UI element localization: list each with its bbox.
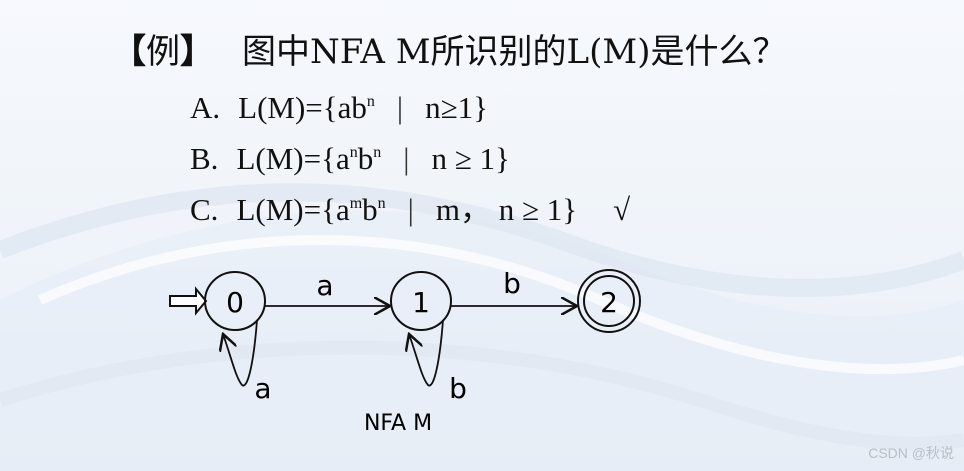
start-arrow-icon [169,286,208,316]
self-loop-1-label: b [449,372,467,405]
watermark: CSDN @秋说 [868,445,954,461]
option-lhs: L(M)={a [236,141,350,176]
option-b: B.L(M)={anbn|n ≥ 1} [190,133,510,179]
example-label: 例 [146,32,180,72]
transition-0-1-label: a [316,269,333,302]
separator: | [407,192,414,227]
state-0 [204,271,266,331]
transition-1-2-label: b [503,267,521,300]
self-loop-0-label: a [254,372,271,405]
checkmark-icon: √ [613,192,631,227]
option-condition: n ≥ 1} [431,141,510,176]
nfa-caption: NFA M [364,411,432,436]
state-0-label: 0 [226,286,244,319]
option-condition: m， n ≥ 1} [435,192,578,227]
question-text: 图中NFA M所识别的L(M)是什么？ [242,32,787,72]
bracket-close: 】 [180,32,214,72]
option-a: A. L(M)={abn | n≥1} [190,82,488,128]
option-letter: C. [190,192,219,227]
self-loop-1 [409,319,444,387]
superscript: n [349,144,358,161]
state-2-label: 2 [600,286,618,319]
question-title: 【例】图中NFA M所识别的L(M)是什么？ [112,30,786,74]
option-letter: B. [190,141,219,176]
superscript: m [349,195,363,212]
option-c: C. L(M)={ambn | m， n ≥ 1} √ [190,184,630,230]
state-1-label: 1 [412,286,430,319]
superscript: n [373,144,382,161]
option-mid: b [362,192,378,227]
option-letter: A. [190,90,221,125]
superscript: n [377,195,386,212]
self-loop-0 [223,319,258,387]
superscript: n [366,93,375,110]
option-mid: b [357,141,374,176]
option-lhs: L(M)={a [236,192,350,227]
option-lhs: L(M)={ab [238,90,367,125]
option-condition: n≥1} [425,90,489,125]
separator: | [396,90,404,125]
separator: | [403,141,410,176]
bracket-open: 【 [112,32,146,72]
